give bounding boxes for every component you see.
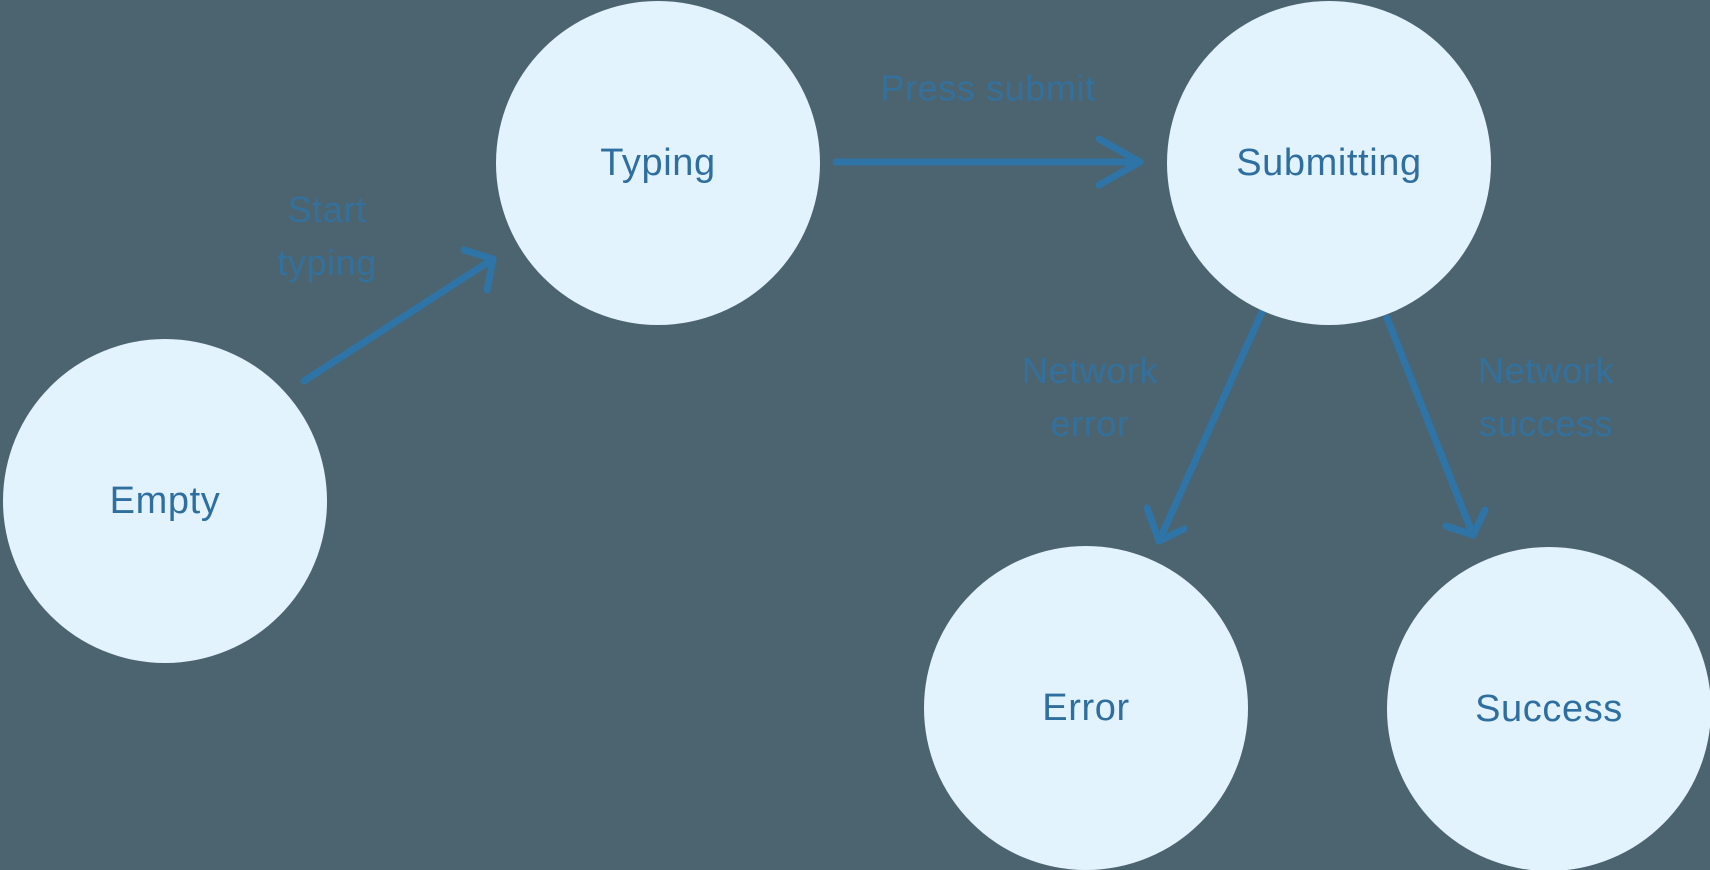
state-label-error: Error [1042,686,1130,729]
state-node-success: Success [1387,547,1710,870]
transition-label-network-success: Network success [1477,350,1615,444]
arrow-head-submitting-success [1442,506,1489,539]
arrow-head-empty-typing [460,246,497,294]
arrow-line-submitting-error [1155,308,1266,545]
state-label-typing: Typing [600,141,716,184]
arrow-line-empty-typing [300,255,497,385]
state-label-empty: Empty [109,479,221,522]
state-node-submitting: Submitting [1167,1,1491,325]
state-node-typing: Typing [496,1,820,325]
state-label-submitting: Submitting [1236,141,1422,184]
transition-label-start-typing: Start typing [277,189,377,283]
arrow-line-submitting-success [1383,314,1477,539]
state-label-success: Success [1475,687,1623,730]
arrow-head-typing-submitting [1095,135,1144,189]
transition-label-network-error: Network error [1021,350,1159,444]
state-node-error: Error [924,546,1248,870]
arrow-head-submitting-error [1143,504,1188,545]
state-node-empty: Empty [3,339,327,663]
transition-label-press-submit: Press submit [880,67,1096,109]
